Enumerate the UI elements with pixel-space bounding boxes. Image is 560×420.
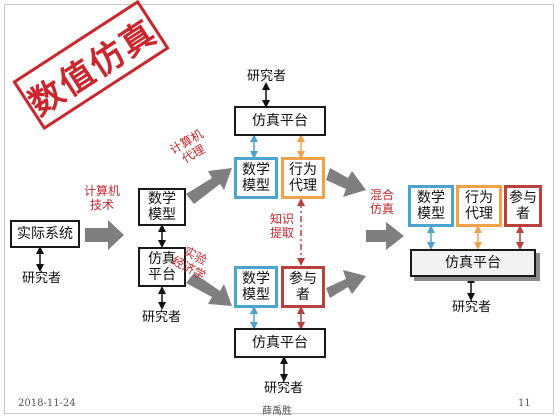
researcher-left: 研究者	[22, 271, 62, 286]
flow-arrow-to-bottom	[186, 273, 232, 306]
top-agent-box: 行为 代理	[281, 157, 325, 199]
left-math-model-box: 数学 模型	[138, 188, 186, 226]
right-math-model-box: 数学 模型	[408, 185, 454, 227]
bottom-participant-box: 参与 者	[281, 266, 325, 308]
footer-page-number: 11	[518, 398, 531, 409]
researcher-right: 研究者	[452, 300, 492, 315]
left-platform-box: 仿真 平台	[138, 247, 186, 287]
right-agent-box: 行为 代理	[456, 185, 502, 227]
top-platform-box: 仿真平台	[234, 106, 326, 136]
top-math-model-box: 数学 模型	[234, 157, 278, 199]
right-platform-box: 仿真平台	[410, 249, 536, 277]
researcher-bottom: 研究者	[264, 381, 304, 396]
flow-arrow-real-to-model	[85, 220, 124, 250]
slide-frame	[4, 4, 554, 414]
real-system-box: 实际系统	[10, 220, 80, 248]
footer-author: 薛禹胜	[262, 406, 292, 417]
researcher-top: 研究者	[247, 69, 287, 84]
flow-arrow-top-to-hybrid	[326, 168, 366, 197]
bottom-platform-box: 仿真平台	[234, 328, 326, 358]
footer-date: 2018-11-24	[18, 398, 76, 409]
flow-arrow-to-right	[366, 222, 404, 250]
researcher-center: 研究者	[142, 310, 182, 325]
flow-arrow-bottom-to-hybrid	[326, 270, 366, 298]
label-computer-tech: 计算机 技术	[84, 184, 121, 212]
label-knowledge-extraction: 知识 提取	[270, 212, 295, 240]
bottom-math-model-box: 数学 模型	[234, 266, 278, 308]
flow-arrow-to-top	[186, 168, 232, 204]
label-hybrid-simulation: 混合 仿真	[370, 188, 395, 216]
right-participant-box: 参与 者	[504, 185, 542, 227]
